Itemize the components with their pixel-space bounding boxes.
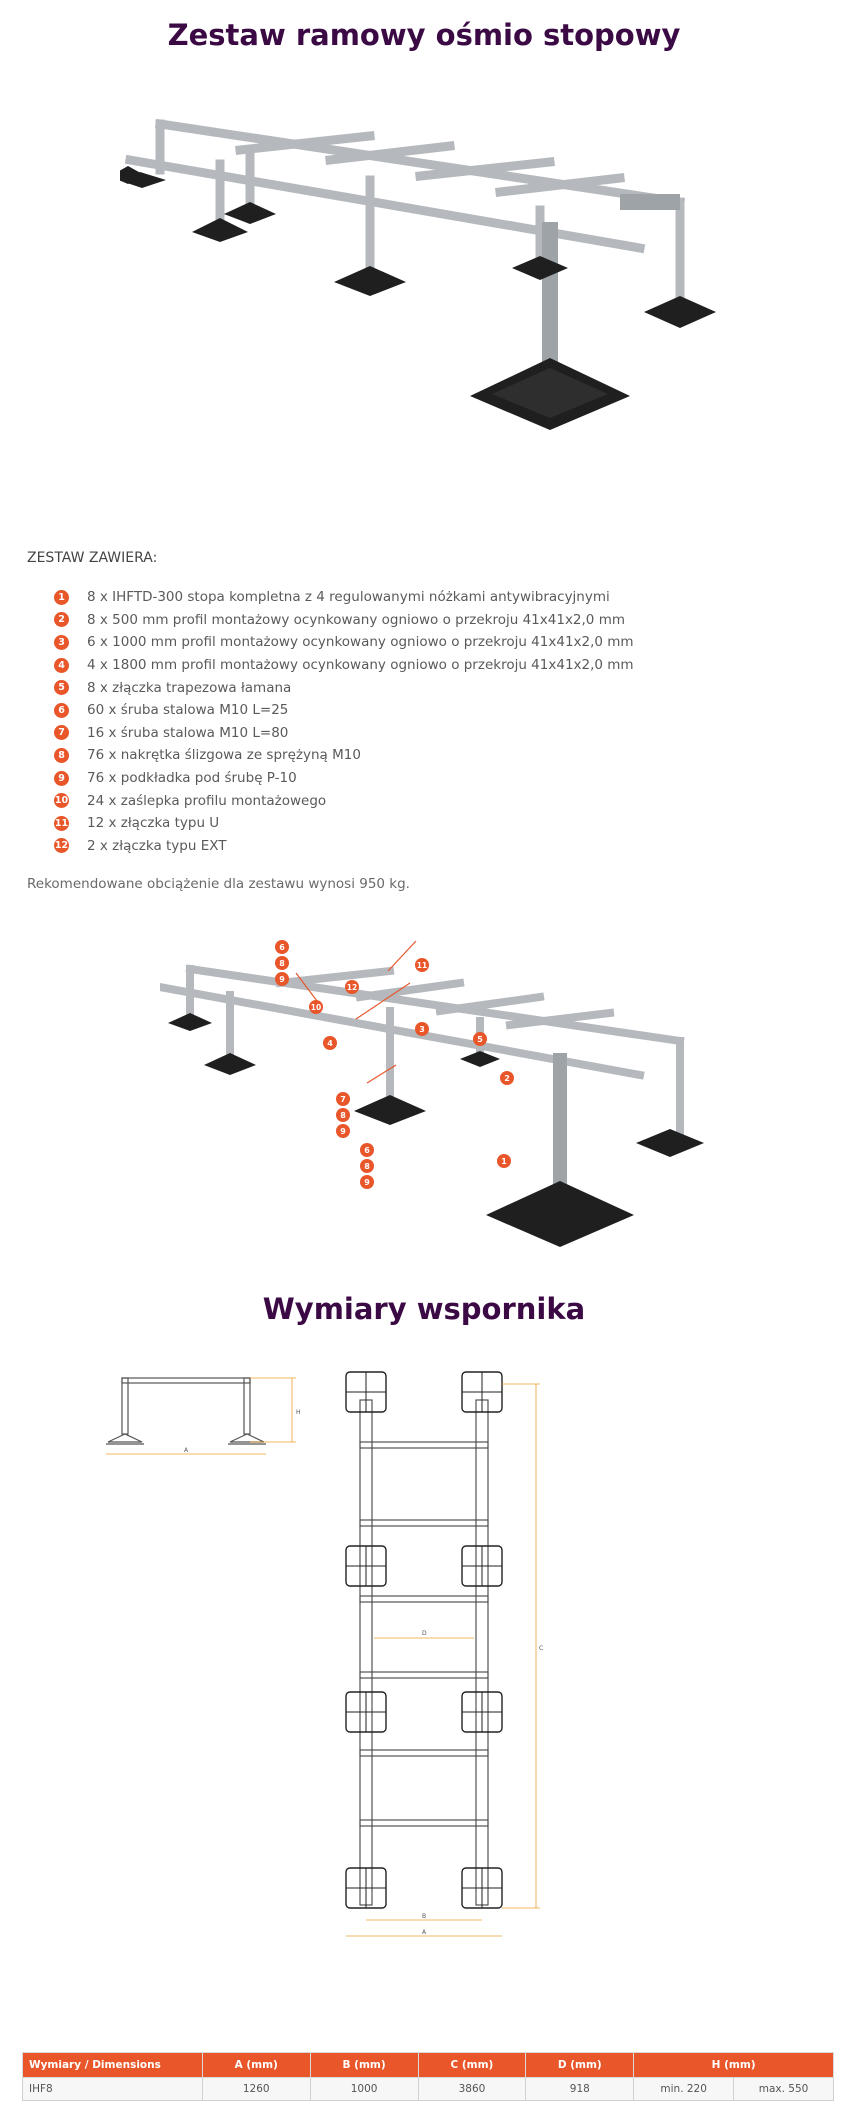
callout-group-low: 6 8 9: [360, 1143, 374, 1189]
table-cell: IHF8: [22, 2077, 203, 2101]
list-item-text: 6 x 1000 mm profil montażowy ocynkowany …: [87, 634, 634, 651]
callout-label: 11: [417, 961, 427, 970]
callout-group-mid: 7 8 9: [336, 1092, 350, 1138]
list-item-text: 2 x złączka typu EXT: [87, 837, 227, 854]
column-header: B (mm): [309, 2052, 419, 2078]
callout-label: 9: [279, 975, 285, 984]
load-note: Rekomendowane obciążenie dla zestawu wyn…: [27, 876, 410, 892]
column-header: Wymiary / Dimensions: [22, 2052, 203, 2078]
list-item: 2 8 x 500 mm profil montażowy ocynkowany …: [54, 609, 634, 632]
list-item-text: 76 x podkładka pod śrubę P-10: [87, 770, 297, 787]
list-item: 5 8 x złączka trapezowa łamana: [54, 676, 634, 699]
list-item: 8 76 x nakrętka ślizgowa ze sprężyną M10: [54, 744, 634, 767]
dimension-label-b: B: [422, 1913, 426, 1920]
list-item: 11 12 x złączka typu U: [54, 812, 634, 835]
callout-label: 7: [340, 1095, 346, 1104]
list-item-text: 60 x śruba stalowa M10 L=25: [87, 702, 289, 719]
callout-label: 3: [419, 1025, 425, 1034]
callout-label: 6: [279, 943, 285, 952]
callout-label: 10: [311, 1003, 321, 1012]
list-item: 9 76 x podkładka pod śrubę P-10: [54, 767, 634, 790]
page-title: Zestaw ramowy ośmio stopowy: [167, 18, 681, 52]
number-badge: 10: [54, 793, 69, 809]
number-badge: 11: [54, 815, 69, 831]
number-badge: 2: [54, 612, 69, 628]
list-item-text: 8 x IHFTD-300 stopa kompletna z 4 regulo…: [87, 589, 610, 606]
number-badge: 6: [54, 702, 69, 718]
table-cell: min. 220: [633, 2077, 735, 2101]
kit-heading: ZESTAW ZAWIERA:: [27, 550, 158, 566]
list-item-text: 8 x 500 mm profil montażowy ocynkowany o…: [87, 611, 625, 628]
callout-label: 1: [501, 1157, 507, 1166]
table-cell: max. 550: [733, 2077, 834, 2101]
exploded-diagram: 6 8 9 10 12 11 4 3 5 2 1 7 8 9 6 8 9: [160, 940, 704, 1247]
dimensions-title: Wymiary wspornika: [262, 1292, 586, 1326]
callout-label: 5: [477, 1035, 483, 1044]
list-item-text: 4 x 1800 mm profil montażowy ocynkowany …: [87, 657, 634, 674]
list-item: 4 4 x 1800 mm profil montażowy ocynkowany…: [54, 654, 634, 677]
callout-group-top: 6 8 9: [275, 940, 289, 986]
list-item-text: 76 x nakrętka ślizgowa ze sprężyną M10: [87, 747, 361, 764]
table-row: IHF8 1260 1000 3860 918 min. 220 max. 55…: [22, 2077, 834, 2101]
list-item: 10 24 x zaślepka profilu montażowego: [54, 789, 634, 812]
plan-view-drawing: C D B A: [345, 1371, 543, 1937]
callout-label: 12: [347, 983, 357, 992]
column-header: A (mm): [201, 2052, 311, 2078]
number-badge: 4: [54, 657, 69, 673]
product-photo: [120, 118, 716, 430]
list-item-text: 12 x złączka typu U: [87, 815, 220, 832]
table-cell: 1260: [201, 2077, 311, 2101]
callout-label: 8: [279, 959, 285, 968]
callout-label: 2: [504, 1074, 510, 1083]
callout-label: 6: [364, 1146, 370, 1155]
table-header-row: Wymiary / Dimensions A (mm) B (mm) C (mm…: [22, 2052, 834, 2078]
list-item: 7 16 x śruba stalowa M10 L=80: [54, 722, 634, 745]
list-item-text: 24 x zaślepka profilu montażowego: [87, 792, 327, 809]
side-view-drawing: H A: [106, 1377, 301, 1455]
number-badge: 12: [54, 838, 69, 854]
callout-label: 9: [364, 1178, 370, 1187]
number-badge: 3: [54, 634, 69, 650]
table-cell: 3860: [417, 2077, 527, 2101]
dimension-label-a: A: [422, 1929, 427, 1936]
callout-label: 9: [340, 1127, 346, 1136]
callout-label: 8: [364, 1162, 370, 1171]
table-cell: 918: [525, 2077, 635, 2101]
column-header: C (mm): [417, 2052, 527, 2078]
list-item: 12 2 x złączka typu EXT: [54, 835, 634, 858]
dimension-label-d: D: [422, 1630, 427, 1637]
list-item: 6 60 x śruba stalowa M10 L=25: [54, 699, 634, 722]
list-item-text: 16 x śruba stalowa M10 L=80: [87, 724, 289, 741]
column-header: D (mm): [525, 2052, 635, 2078]
list-item: 1 8 x IHFTD-300 stopa kompletna z 4 regul…: [54, 586, 634, 609]
dimension-label-c: C: [539, 1645, 543, 1652]
callout-label: 4: [327, 1039, 333, 1048]
column-header: H (mm): [633, 2052, 834, 2078]
dimension-label-h: H: [296, 1409, 301, 1416]
number-badge: 1: [54, 589, 69, 605]
callout-label: 8: [340, 1111, 346, 1120]
number-badge: 5: [54, 680, 69, 696]
number-badge: 8: [54, 747, 69, 763]
table-cell: 1000: [309, 2077, 419, 2101]
number-badge: 7: [54, 725, 69, 741]
dimensions-table: Wymiary / Dimensions A (mm) B (mm) C (mm…: [22, 2052, 834, 2101]
kit-list: 1 8 x IHFTD-300 stopa kompletna z 4 regul…: [54, 586, 634, 857]
dimension-label-a: A: [184, 1447, 189, 1454]
list-item-text: 8 x złączka trapezowa łamana: [87, 679, 292, 696]
list-item: 3 6 x 1000 mm profil montażowy ocynkowany…: [54, 631, 634, 654]
number-badge: 9: [54, 770, 69, 786]
